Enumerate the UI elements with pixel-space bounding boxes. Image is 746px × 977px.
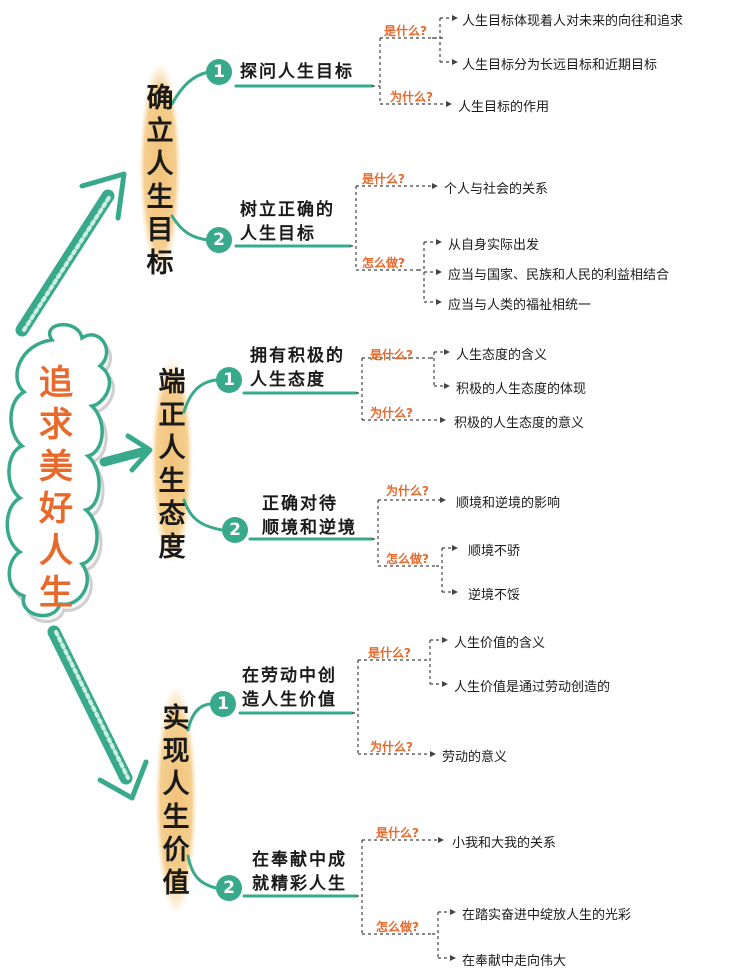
question-tag: 是什么? xyxy=(368,644,411,661)
root-title: 追求美好人生 xyxy=(34,362,78,614)
section-1-sub-1-title: 探问人生目标 xyxy=(240,60,354,84)
leaf-item: 应当与国家、民族和人民的利益相结合 xyxy=(448,264,669,283)
question-tag: 是什么? xyxy=(362,170,405,187)
leaf-item: 人生价值的含义 xyxy=(454,632,545,651)
question-tag: 是什么? xyxy=(370,346,413,363)
section-2-title: 端正人生态度 xyxy=(152,366,192,564)
leaf-item: 人生目标的作用 xyxy=(458,96,549,115)
root-title-text: 追求美好人生 xyxy=(39,362,73,614)
leaf-item: 劳动的意义 xyxy=(442,746,507,765)
section-3-title-text: 实现人生价值 xyxy=(162,702,190,900)
section-1-title-text: 确立人生目标 xyxy=(146,82,174,280)
question-tag: 为什么? xyxy=(386,482,429,499)
section-3-sub-1-number: 1 xyxy=(210,691,236,717)
leaf-item: 在踏实奋进中绽放人生的光彩 xyxy=(462,904,631,923)
section-2-sub-2-number: 2 xyxy=(222,517,248,543)
leaf-item: 应当与人类的福祉相统一 xyxy=(448,294,591,313)
leaf-item: 积极的人生态度的体现 xyxy=(456,378,586,397)
question-tag: 是什么? xyxy=(376,824,419,841)
section-2-title-text: 端正人生态度 xyxy=(158,366,186,564)
leaf-item: 积极的人生态度的意义 xyxy=(454,412,584,431)
leaf-item: 人生态度的含义 xyxy=(456,344,547,363)
leaf-item: 人生目标分为长远目标和近期目标 xyxy=(462,54,657,73)
leaf-item: 在奉献中走向伟大 xyxy=(462,950,566,969)
question-tag: 怎么做? xyxy=(386,550,429,567)
leaf-item: 从自身实际出发 xyxy=(448,234,539,253)
question-tag: 为什么? xyxy=(370,738,413,755)
question-tag: 是什么? xyxy=(384,22,427,39)
leaf-item: 人生目标体现着人对未来的向往和追求 xyxy=(462,10,683,29)
question-tag: 为什么? xyxy=(390,88,433,105)
section-2-sub-1-title: 拥有积极的 人生态度 xyxy=(250,344,345,392)
leaf-item: 逆境不馁 xyxy=(468,584,520,603)
leaf-item: 人生价值是通过劳动创造的 xyxy=(454,676,610,695)
leaf-item: 小我和大我的关系 xyxy=(452,832,556,851)
leaf-item: 顺境和逆境的影响 xyxy=(456,492,560,511)
question-tag: 为什么? xyxy=(370,404,413,421)
section-3-sub-2-title: 在奉献中成 就精彩人生 xyxy=(252,848,347,896)
section-3-title: 实现人生价值 xyxy=(156,702,196,900)
question-tag: 怎么做? xyxy=(362,254,405,271)
section-2-sub-2-title: 正确对待 顺境和逆境 xyxy=(262,492,357,540)
section-1-title: 确立人生目标 xyxy=(140,82,180,280)
section-3-sub-1-title: 在劳动中创 造人生价值 xyxy=(242,664,337,712)
leaf-item: 个人与社会的关系 xyxy=(444,178,548,197)
leaf-item: 顺境不骄 xyxy=(468,540,520,559)
section-1-sub-2-title: 树立正确的 人生目标 xyxy=(240,198,335,246)
question-tag: 怎么做? xyxy=(376,918,419,935)
section-3-sub-2-number: 2 xyxy=(216,875,242,901)
section-1-sub-1-number: 1 xyxy=(206,59,232,85)
section-1-sub-2-number: 2 xyxy=(206,227,232,253)
section-2-sub-1-number: 1 xyxy=(216,367,242,393)
